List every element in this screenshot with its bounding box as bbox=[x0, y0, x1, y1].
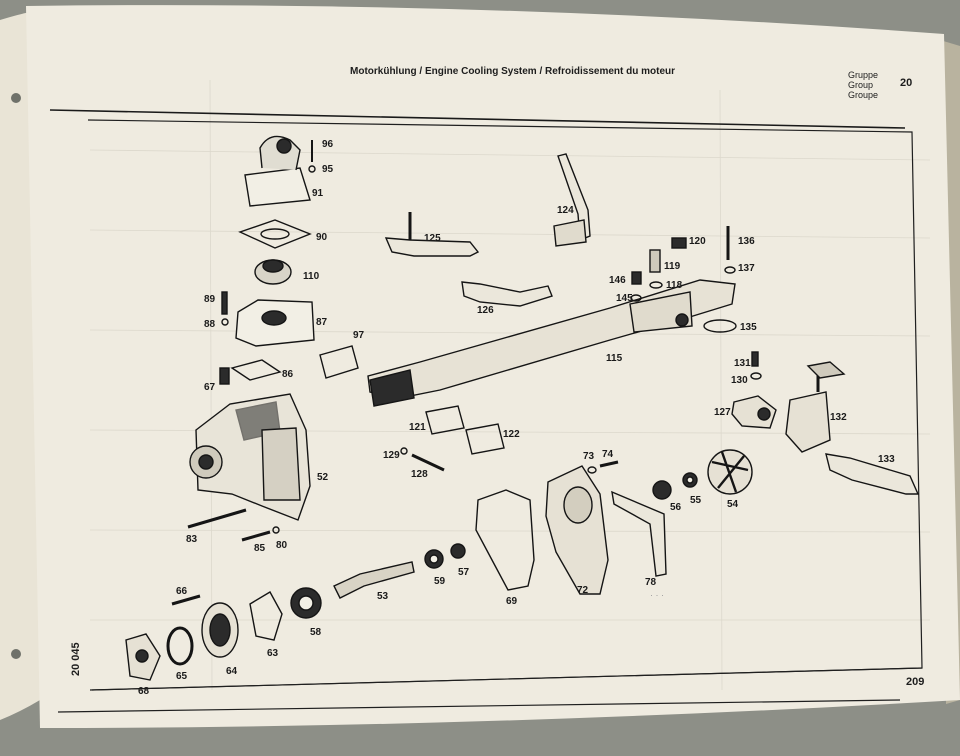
callout-131: 131 bbox=[734, 358, 751, 369]
callout-126: 126 bbox=[477, 305, 494, 316]
callout-68: 68 bbox=[138, 686, 150, 697]
binder-hole-top bbox=[11, 93, 21, 103]
callout-135: 135 bbox=[740, 322, 757, 333]
callout-137: 137 bbox=[738, 263, 755, 274]
callout-115: 115 bbox=[606, 353, 623, 364]
header-rule bbox=[49, 109, 906, 129]
footer-rule bbox=[89, 667, 923, 691]
callout-119: 119 bbox=[664, 261, 681, 272]
callout-54: 54 bbox=[727, 499, 739, 510]
exploded-parts-drawing bbox=[125, 135, 920, 681]
callout-129: 129 bbox=[383, 450, 400, 461]
callout-128: 128 bbox=[411, 469, 428, 480]
callout-145: 145 bbox=[616, 293, 633, 304]
callout-78: 78 bbox=[645, 577, 657, 588]
callout-55: 55 bbox=[690, 495, 702, 506]
callout-69: 69 bbox=[506, 596, 518, 607]
callout-72: 72 bbox=[577, 585, 589, 596]
callout-132: 132 bbox=[830, 412, 847, 423]
page-title: Motorkühlung / Engine Cooling System / R… bbox=[350, 66, 676, 77]
callout-118: 118 bbox=[666, 280, 683, 291]
callout-80: 80 bbox=[276, 540, 288, 551]
callout-64: 64 bbox=[226, 666, 238, 677]
callout-87: 87 bbox=[316, 317, 328, 328]
callout-122: 122 bbox=[503, 429, 520, 440]
callout-136: 136 bbox=[738, 236, 755, 247]
callout-130: 130 bbox=[731, 375, 748, 386]
callout-56: 56 bbox=[670, 502, 682, 513]
callout-89: 89 bbox=[204, 294, 216, 305]
part-91-housing bbox=[244, 167, 311, 207]
callout-53: 53 bbox=[377, 591, 389, 602]
callout-120: 120 bbox=[689, 236, 706, 247]
callout-96: 96 bbox=[322, 139, 334, 150]
callout-88: 88 bbox=[204, 319, 216, 330]
callout-67: 67 bbox=[204, 382, 216, 393]
callout-91: 91 bbox=[312, 188, 324, 199]
callout-121: 121 bbox=[409, 422, 426, 433]
callout-124: 124 bbox=[557, 205, 574, 216]
callout-133: 133 bbox=[878, 454, 895, 465]
callout-65: 65 bbox=[176, 671, 188, 682]
callout-86: 86 bbox=[282, 369, 294, 380]
callout-95: 95 bbox=[322, 164, 334, 175]
group-number: 20 bbox=[900, 77, 913, 89]
callout-73: 73 bbox=[583, 451, 595, 462]
binder-hole-bottom bbox=[11, 649, 21, 659]
page-number: 209 bbox=[906, 676, 925, 688]
callout-125: 125 bbox=[424, 233, 441, 244]
callout-74: 74 bbox=[602, 449, 614, 460]
callout-97: 97 bbox=[353, 330, 365, 341]
ink-smudge: · · · bbox=[650, 590, 664, 600]
callout-66: 66 bbox=[176, 586, 188, 597]
callout-63: 63 bbox=[267, 648, 279, 659]
callout-59: 59 bbox=[434, 576, 446, 587]
document-code: 20 045 bbox=[70, 642, 82, 676]
callout-110: 110 bbox=[303, 271, 320, 282]
group-label-fr: Groupe bbox=[848, 90, 879, 100]
group-label-block: Gruppe Group Groupe bbox=[848, 70, 878, 100]
callout-90: 90 bbox=[316, 232, 328, 243]
callout-127: 127 bbox=[714, 407, 731, 418]
group-label-de: Gruppe bbox=[848, 70, 879, 80]
callout-85: 85 bbox=[254, 543, 266, 554]
callout-58: 58 bbox=[310, 627, 322, 638]
footer-rule-outer bbox=[57, 699, 901, 713]
callout-83: 83 bbox=[186, 534, 198, 545]
callout-52: 52 bbox=[317, 472, 329, 483]
callout-57: 57 bbox=[458, 567, 470, 578]
callout-146: 146 bbox=[609, 275, 626, 286]
group-label-en: Group bbox=[848, 80, 874, 90]
